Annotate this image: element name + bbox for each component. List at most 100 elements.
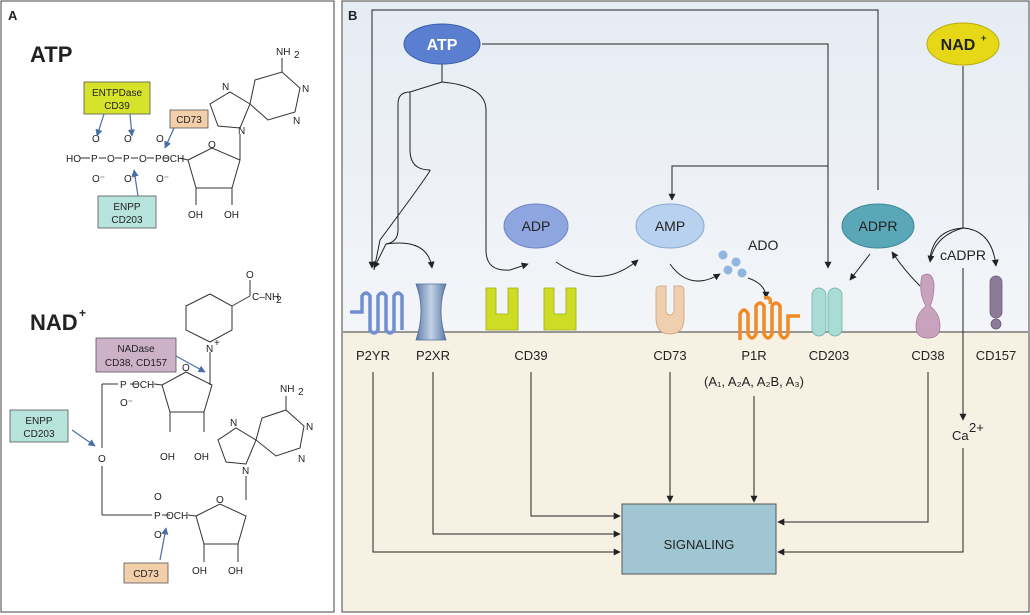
nad-imidazole-ring bbox=[217, 427, 257, 465]
nad-nh2-sub: 2 bbox=[298, 387, 304, 398]
nad-upper-oh1: OH bbox=[160, 452, 175, 463]
nicotinamide-nplus: + bbox=[214, 338, 220, 349]
nad-p-lower-ominus: O⁻ bbox=[154, 530, 167, 541]
p2xr-receptor bbox=[415, 283, 447, 341]
signaling-box bbox=[621, 503, 777, 575]
cd38-enzyme bbox=[915, 273, 941, 339]
p2yr-receptor bbox=[350, 291, 404, 335]
to-p2xr-arrow bbox=[385, 242, 435, 269]
adp-node bbox=[503, 203, 569, 249]
nad-adenine-n1: N bbox=[306, 422, 313, 433]
atp-p3-ominus: O⁻ bbox=[156, 174, 169, 185]
ado-molecules bbox=[718, 250, 747, 278]
nad-lower-oh1: OH bbox=[192, 566, 207, 577]
p1r-label: P1R bbox=[741, 348, 766, 363]
nad-p-lower-oxo: O bbox=[154, 492, 162, 503]
enpp-top-l2: CD203 bbox=[111, 215, 143, 226]
nad-lower-oh2: OH bbox=[228, 566, 243, 577]
cadpr-label: cADPR bbox=[940, 247, 986, 263]
cd73-top-box: CD73 bbox=[169, 109, 209, 129]
p1r-receptor bbox=[738, 295, 800, 340]
atp-oh2: OH bbox=[224, 210, 239, 221]
atp-to-receptors-line bbox=[385, 91, 411, 245]
conh2-sub: 2 bbox=[276, 295, 282, 306]
nad-lower-ribose bbox=[195, 503, 247, 545]
nadase-box: NADase CD38, CD157 bbox=[95, 337, 177, 373]
cadpr-left-arrow bbox=[927, 227, 964, 263]
nad-adenine-n7: N bbox=[230, 418, 237, 429]
atp-imidazole-ring bbox=[209, 91, 251, 129]
nicotinamide-n: N bbox=[206, 344, 213, 355]
nad-nh2-label: NH bbox=[280, 384, 294, 395]
p2yr-label: P2YR bbox=[356, 348, 390, 363]
cd157-enzyme bbox=[989, 275, 1003, 330]
p1r-subtypes: (A₁, A₂A, A₂B, A₃) bbox=[704, 374, 804, 389]
enpp-bottom-l2: CD203 bbox=[23, 429, 55, 440]
cd203-to-amp-arrow bbox=[668, 165, 829, 201]
atp-ribose-o: O bbox=[208, 140, 216, 151]
enpp-top-box: ENPP CD203 bbox=[97, 195, 157, 229]
atp-n9: N bbox=[238, 126, 245, 137]
panel-a-letter: A bbox=[8, 8, 18, 23]
adp-node-label: ADP bbox=[522, 218, 551, 234]
nad-lower-och2: OCH bbox=[166, 511, 188, 522]
panel-a: A ATP NH 2 N N N N O OH OH HO bbox=[0, 0, 335, 613]
entpdase-box: ENTPDase CD39 bbox=[83, 81, 151, 115]
nad-adenine-n9: N bbox=[242, 466, 249, 477]
nadase-label: NADase bbox=[117, 344, 155, 355]
nad-p-upper: P bbox=[120, 380, 127, 391]
nad-node-label: NAD bbox=[941, 37, 976, 54]
p2xr-signal-arrow bbox=[432, 372, 621, 538]
atp-n3: N bbox=[293, 116, 300, 127]
adpr-to-cd203-arrow bbox=[849, 253, 871, 281]
atp-nh2-sub: 2 bbox=[294, 50, 300, 61]
nadase-cd38-cd157: CD38, CD157 bbox=[105, 358, 168, 369]
atp-n7: N bbox=[222, 82, 229, 93]
cd73-bottom-label: CD73 bbox=[133, 569, 159, 580]
cd73-label: CD73 bbox=[653, 348, 686, 363]
nad-node bbox=[926, 22, 1000, 66]
ado-label: ADO bbox=[748, 237, 778, 253]
panel-b-letter: B bbox=[348, 8, 357, 23]
nad-lower-ribose-o: O bbox=[216, 495, 224, 506]
atp-p2-ominus: O⁻ bbox=[124, 174, 137, 185]
cd38-signal-arrow bbox=[777, 372, 929, 526]
adpr-to-p2yr-arrow bbox=[368, 9, 879, 269]
nicotinamide-ring bbox=[185, 293, 233, 343]
enpp-bottom-l1: ENPP bbox=[25, 416, 53, 427]
atp-node-label: ATP bbox=[427, 37, 458, 54]
ca-sup: 2+ bbox=[969, 420, 984, 435]
atp-ho-label: HO bbox=[66, 154, 81, 165]
entpdase-label: ENTPDase bbox=[92, 88, 142, 99]
nad-upper-och2: OCH bbox=[132, 380, 154, 391]
atp-nh2-label: NH bbox=[276, 47, 290, 58]
nad-upper-oh2: OH bbox=[194, 452, 209, 463]
cd157-label: CD157 bbox=[976, 348, 1016, 363]
atp-structure: NH 2 N N N N O OH OH HO P O P O bbox=[66, 47, 309, 221]
cd39-signal-arrow bbox=[530, 372, 621, 520]
atp-oh1: OH bbox=[188, 210, 203, 221]
atp-n1: N bbox=[302, 84, 309, 95]
atp-to-cd203-arrow bbox=[482, 43, 832, 269]
nad-p-lower: P bbox=[154, 511, 161, 522]
atp-o1: O bbox=[107, 154, 115, 165]
conh2-oxygen: O bbox=[246, 270, 254, 281]
amp-node bbox=[635, 203, 705, 249]
enpp-bottom-box: ENPP CD203 bbox=[9, 409, 69, 443]
cd203-enzyme bbox=[811, 287, 843, 337]
nad-adenine-n3: N bbox=[298, 454, 305, 465]
atp-ribose-ring bbox=[187, 147, 241, 189]
atp-to-adp-arrow bbox=[441, 81, 529, 271]
atp-p3-oxo: O bbox=[156, 134, 164, 145]
cd39-enzyme bbox=[485, 287, 577, 331]
atp-branch-stem bbox=[373, 60, 443, 271]
nad-bridge-o: O bbox=[98, 454, 106, 465]
conh2-label: C–NH bbox=[252, 292, 279, 303]
to-p2yr-arrow bbox=[373, 243, 387, 269]
ca-signal-arrow bbox=[777, 448, 964, 556]
atp-och2: OCH bbox=[162, 154, 184, 165]
atp-p1-ominus: O⁻ bbox=[92, 174, 105, 185]
ado-to-p1r-arrow bbox=[747, 277, 770, 299]
cd39-label: CD39 bbox=[514, 348, 547, 363]
